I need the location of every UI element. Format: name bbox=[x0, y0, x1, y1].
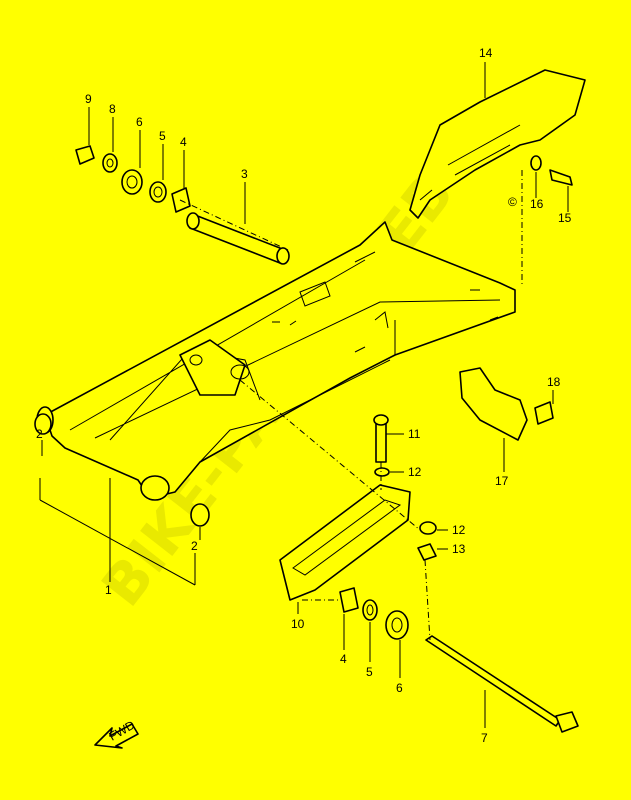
label-12-upper: 12 bbox=[408, 465, 422, 479]
chain-guard bbox=[409, 69, 586, 219]
part-labels: 14 9 8 6 5 4 3 16 15 18 11 12 17 2 12 13… bbox=[36, 46, 572, 745]
bolt-15 bbox=[549, 169, 573, 186]
chain-slider bbox=[279, 484, 437, 601]
axle-hardware-stack bbox=[339, 587, 409, 640]
washer-8 bbox=[102, 153, 118, 173]
washer-5 bbox=[149, 181, 167, 203]
watermark-copyright: © bbox=[508, 195, 517, 209]
label-17: 17 bbox=[495, 474, 509, 488]
label-2-right: 2 bbox=[191, 539, 198, 553]
washer-12-lower bbox=[419, 521, 437, 535]
label-13: 13 bbox=[452, 542, 466, 556]
label-8: 8 bbox=[109, 102, 116, 116]
reference-lines bbox=[179, 170, 523, 641]
chain-slider-guard bbox=[459, 367, 554, 441]
label-3: 3 bbox=[241, 167, 248, 181]
callout-lines bbox=[39, 62, 569, 728]
label-4: 4 bbox=[180, 135, 187, 149]
bearing-6-lower bbox=[385, 610, 409, 640]
label-5: 5 bbox=[159, 129, 166, 143]
label-6-lower: 6 bbox=[396, 681, 403, 695]
washer-5-lower bbox=[362, 599, 378, 621]
needle-bearing-2-right bbox=[190, 503, 210, 527]
label-11: 11 bbox=[408, 427, 421, 441]
label-9: 9 bbox=[85, 92, 92, 106]
label-6: 6 bbox=[136, 115, 143, 129]
label-15: 15 bbox=[558, 211, 572, 225]
nut-13 bbox=[417, 543, 437, 561]
label-1: 1 bbox=[105, 583, 112, 597]
spacer-4-lower bbox=[339, 587, 359, 613]
pivot-shaft bbox=[186, 212, 290, 265]
fwd-arrow-icon: FWD bbox=[94, 718, 139, 749]
label-16: 16 bbox=[530, 197, 544, 211]
nut-9 bbox=[75, 145, 95, 165]
label-18: 18 bbox=[547, 375, 561, 389]
label-10: 10 bbox=[291, 617, 305, 631]
needle-bearing-2-left bbox=[34, 413, 52, 435]
label-2-left: 2 bbox=[36, 427, 43, 441]
label-14: 14 bbox=[479, 46, 493, 60]
rear-axle bbox=[425, 635, 579, 733]
label-12-lower: 12 bbox=[452, 523, 466, 537]
bearing-6 bbox=[121, 169, 143, 195]
pivot-bushing-right bbox=[140, 475, 170, 501]
bolt-18 bbox=[534, 401, 554, 425]
brake-hose-guide bbox=[374, 311, 389, 329]
swingarm bbox=[36, 221, 516, 501]
label-4-lower: 4 bbox=[340, 652, 347, 666]
pivot-hardware-stack bbox=[75, 145, 191, 213]
washer-16 bbox=[530, 155, 542, 171]
label-7: 7 bbox=[481, 731, 488, 745]
label-5-lower: 5 bbox=[366, 665, 373, 679]
slider-bolt bbox=[373, 414, 390, 477]
